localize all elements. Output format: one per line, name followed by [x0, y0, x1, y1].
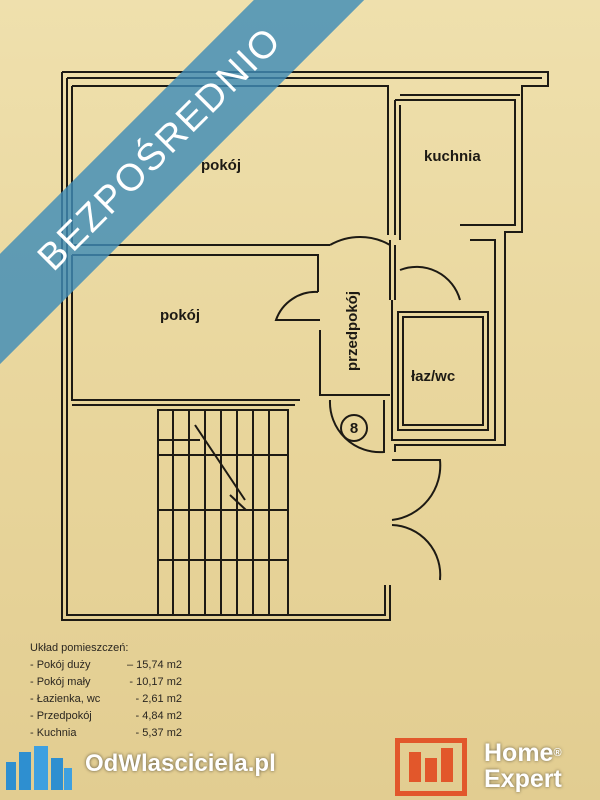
area-name: - Kuchnia [30, 727, 77, 739]
odwlasciciela-logo-icon [6, 746, 72, 790]
brand-line-expert: Expert [484, 765, 562, 793]
room-areas-title: Układ pomieszczeń: [30, 642, 129, 654]
area-name: - Pokój duży [30, 659, 91, 671]
area-row: - Pokój duży – 15,74 m2 [30, 657, 182, 674]
home-expert-logo-icon [395, 738, 467, 796]
area-value: - 10,17 m2 [129, 676, 182, 688]
area-row: - Pokój mały - 10,17 m2 [30, 674, 182, 691]
room-label-small-room: pokój [160, 307, 200, 324]
room-areas-list: Układ pomieszczeń: - Pokój duży – 15,74 … [30, 640, 182, 742]
registered-mark: ® [553, 747, 562, 759]
area-name: - Przedpokój [30, 710, 92, 722]
area-name: - Łazienka, wc [30, 693, 101, 705]
room-label-hallway: przedpokój [344, 290, 361, 371]
unit-number-badge: 8 [340, 414, 368, 442]
area-row: - Przedpokój - 4,84 m2 [30, 708, 182, 725]
brand-line-home: Home [484, 739, 554, 767]
area-value: - 4,84 m2 [135, 710, 182, 722]
area-value: – 15,74 m2 [126, 659, 182, 671]
area-value: - 5,37 m2 [135, 727, 182, 739]
area-row: - Łazienka, wc - 2,61 m2 [30, 691, 182, 708]
site-name: OdWlasciciela.pl [85, 750, 276, 777]
room-label-kitchen: kuchnia [424, 148, 481, 165]
area-row: - Kuchnia - 5,37 m2 [30, 725, 182, 742]
home-expert-brand: Home® Expert [484, 740, 562, 792]
room-label-bathroom: łaz/wc [411, 368, 456, 385]
room-label-big-room: pokój [201, 157, 241, 174]
area-value: - 2,61 m2 [135, 693, 182, 705]
area-name: - Pokój mały [30, 676, 91, 688]
